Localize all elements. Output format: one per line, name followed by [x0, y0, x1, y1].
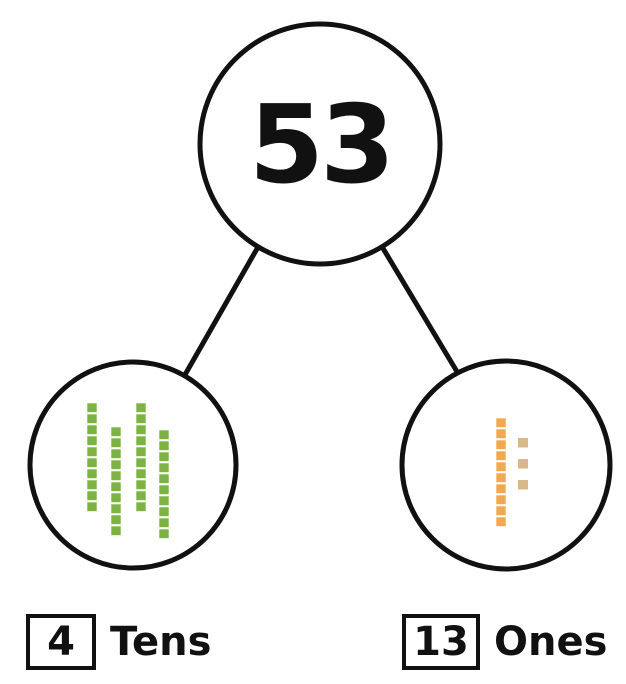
rod-cell	[158, 528, 170, 539]
rod-cell	[86, 446, 98, 457]
ones-label-row: 13 Ones	[402, 610, 607, 674]
rod-cell	[495, 461, 507, 472]
tens-label-row: 4 Tens	[26, 610, 211, 674]
rod-cell	[158, 451, 170, 462]
unit-cube	[518, 438, 528, 448]
rod-cell	[495, 417, 507, 428]
rod-cell	[86, 402, 98, 413]
rod-cell	[86, 501, 98, 512]
rod-cell	[158, 495, 170, 506]
whole-circle	[197, 21, 443, 267]
rod-cell	[158, 429, 170, 440]
rod-cell	[135, 446, 147, 457]
rod-cell	[495, 428, 507, 439]
rod-cell	[110, 459, 122, 470]
rod-cell	[135, 501, 147, 512]
rod-cell	[495, 505, 507, 516]
tens-label: Tens	[110, 619, 212, 665]
rod-cell	[135, 457, 147, 468]
ten-rod	[495, 417, 507, 527]
tens-part-circle	[27, 359, 239, 571]
rod-cell	[86, 424, 98, 435]
tens-blocks-group	[86, 402, 170, 539]
whole-number: 53	[248, 82, 395, 208]
rod-cell	[135, 424, 147, 435]
rod-cell	[495, 439, 507, 450]
unit-cube	[518, 480, 528, 490]
rod-cell	[110, 470, 122, 481]
rod-cell	[158, 473, 170, 484]
rod-cell	[86, 435, 98, 446]
rod-cell	[158, 517, 170, 528]
ones-count-box: 13	[402, 614, 480, 670]
rod-cell	[110, 437, 122, 448]
ten-rod	[158, 429, 170, 539]
tens-count-box: 4	[26, 614, 96, 670]
unit-cube	[518, 459, 528, 469]
rod-cell	[110, 481, 122, 492]
rod-cell	[86, 479, 98, 490]
rod-cell	[135, 490, 147, 501]
rod-cell	[135, 479, 147, 490]
ten-rod	[135, 402, 147, 512]
rod-cell	[495, 483, 507, 494]
connector-line-right	[375, 238, 465, 382]
rod-cell	[135, 435, 147, 446]
ten-rod	[110, 426, 122, 536]
rod-cell	[158, 462, 170, 473]
rod-cell	[110, 426, 122, 437]
rod-cell	[86, 490, 98, 501]
rod-cell	[135, 413, 147, 424]
rod-cell	[158, 484, 170, 495]
ten-rod	[86, 402, 98, 512]
rod-cell	[135, 402, 147, 413]
rod-cell	[110, 448, 122, 459]
rod-cell	[158, 506, 170, 517]
rod-cell	[110, 514, 122, 525]
rod-cell	[110, 492, 122, 503]
rod-cell	[495, 516, 507, 527]
rod-cell	[110, 525, 122, 536]
rod-cell	[495, 472, 507, 483]
rod-cell	[86, 457, 98, 468]
ones-label: Ones	[494, 619, 608, 665]
rod-cell	[495, 494, 507, 505]
rod-cell	[86, 468, 98, 479]
rod-cell	[86, 413, 98, 424]
rod-cell	[495, 450, 507, 461]
rod-cell	[110, 503, 122, 514]
ones-blocks-group	[495, 417, 528, 527]
rod-cell	[158, 440, 170, 451]
connector-line-left	[179, 238, 265, 382]
rod-cell	[135, 468, 147, 479]
